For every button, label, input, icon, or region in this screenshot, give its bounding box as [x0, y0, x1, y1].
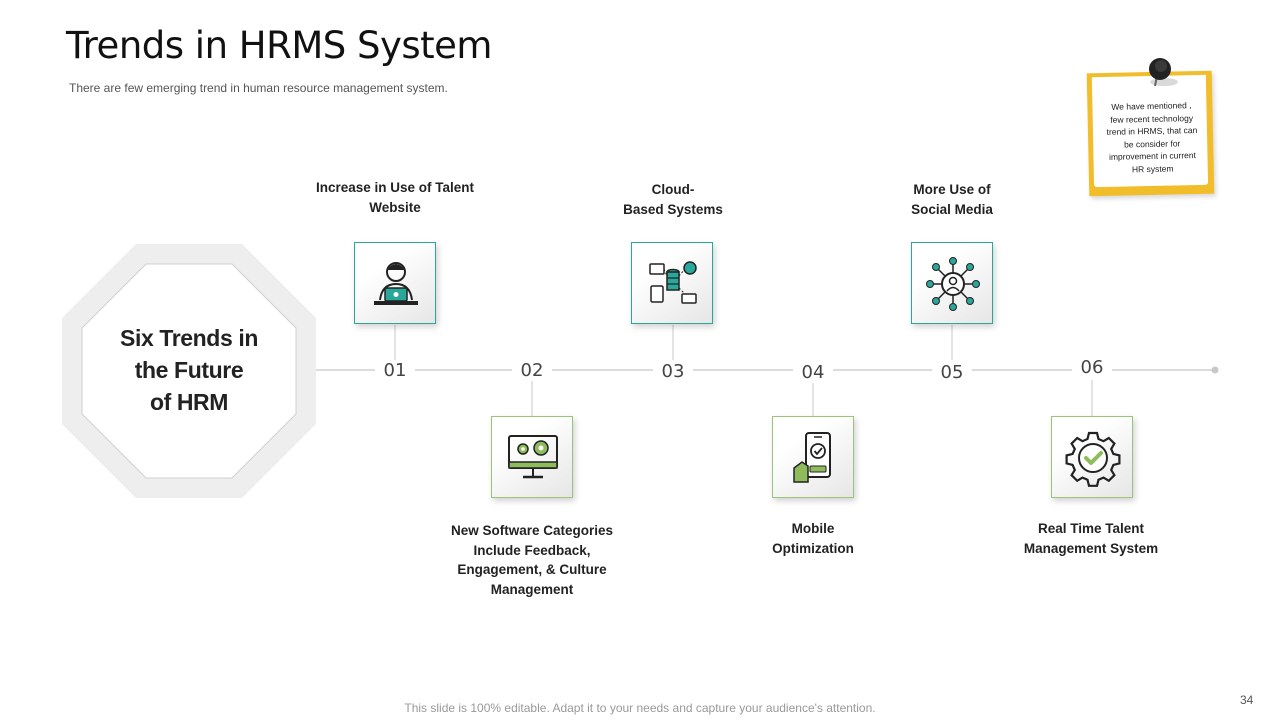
trend-label-01: Increase in Use of Talent Website	[315, 180, 475, 215]
gear-check-icon	[1065, 431, 1121, 487]
trend-label-03: Cloud- Based Systems	[623, 182, 723, 217]
slide-subtitle: There are few emerging trend in human re…	[69, 81, 448, 95]
trend-label-05: More Use of Social Media	[911, 182, 993, 217]
monitor-gears-icon	[508, 435, 558, 479]
trend-number-04: 04	[793, 362, 833, 383]
trend-card-05	[911, 242, 993, 324]
trend-card-02	[491, 416, 573, 498]
social-network-icon	[926, 257, 980, 311]
hub-title: Six Trends in the Future of HRM	[120, 325, 258, 415]
trend-number-05: 05	[932, 362, 972, 383]
trend-label-04: Mobile Optimization	[772, 521, 854, 556]
slide-footer: This slide is 100% editable. Adapt it to…	[404, 701, 876, 715]
mobile-check-icon	[793, 432, 831, 483]
trend-number-06: 06	[1072, 357, 1112, 378]
trend-card-01	[354, 242, 436, 324]
page-number: 34	[1240, 693, 1254, 707]
cloud-database-icon	[649, 261, 697, 304]
trend-number-02: 02	[512, 360, 552, 381]
hub-octagon	[62, 244, 316, 498]
pushpin-icon	[1149, 58, 1178, 87]
slide-title: Trends in HRMS System	[66, 24, 492, 67]
trend-card-06	[1051, 416, 1133, 498]
trend-number-01: 01	[375, 360, 415, 381]
user-laptop-icon	[374, 262, 418, 305]
trend-label-06: Real Time Talent Management System	[1023, 521, 1159, 556]
trend-label-02: New Software Categories Include Feedback…	[450, 523, 614, 597]
trend-number-03: 03	[653, 361, 693, 382]
trend-card-03	[631, 242, 713, 324]
trend-card-04	[772, 416, 854, 498]
timeline-end-dot	[1211, 366, 1219, 374]
